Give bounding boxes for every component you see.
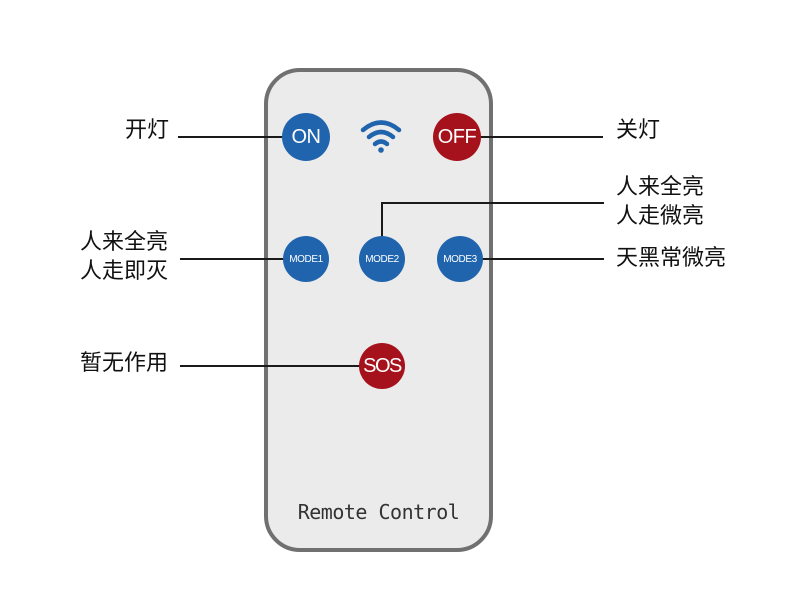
mode2-leader-line-horizontal (381, 202, 604, 204)
off-button[interactable]: OFF (433, 113, 481, 161)
mode1-leader-line (180, 258, 284, 260)
off-annotation: 关灯 (616, 118, 661, 143)
mode1-annotation-line2: 人走即灭 (80, 259, 169, 284)
mode1-button[interactable]: MODE1 (283, 236, 329, 282)
mode3-annotation: 天黑常微亮 (616, 246, 727, 271)
mode2-button-label: MODE2 (365, 253, 399, 265)
mode3-leader-line (480, 258, 604, 260)
off-button-label: OFF (437, 125, 477, 148)
sos-button-label: SOS (363, 354, 402, 377)
on-annotation: 开灯 (125, 118, 170, 143)
on-leader-line (178, 136, 284, 138)
mode2-button[interactable]: MODE2 (359, 236, 405, 282)
mode2-leader-line-vertical (381, 202, 383, 238)
mode2-annotation-line1: 人来全亮 (616, 175, 705, 200)
mode3-button[interactable]: MODE3 (437, 236, 483, 282)
wifi-signal-icon (360, 120, 402, 153)
remote-caption: Remote Control (297, 500, 460, 524)
sos-button[interactable]: SOS (359, 343, 405, 389)
mode1-annotation-line1: 人来全亮 (80, 230, 169, 255)
mode1-button-label: MODE1 (289, 253, 323, 265)
off-leader-line (479, 136, 603, 138)
on-button[interactable]: ON (282, 113, 330, 161)
mode2-annotation-line2: 人走微亮 (616, 204, 705, 229)
sos-leader-line (180, 365, 361, 367)
mode3-button-label: MODE3 (443, 253, 477, 265)
on-button-label: ON (291, 125, 322, 148)
sos-annotation: 暂无作用 (80, 351, 169, 376)
